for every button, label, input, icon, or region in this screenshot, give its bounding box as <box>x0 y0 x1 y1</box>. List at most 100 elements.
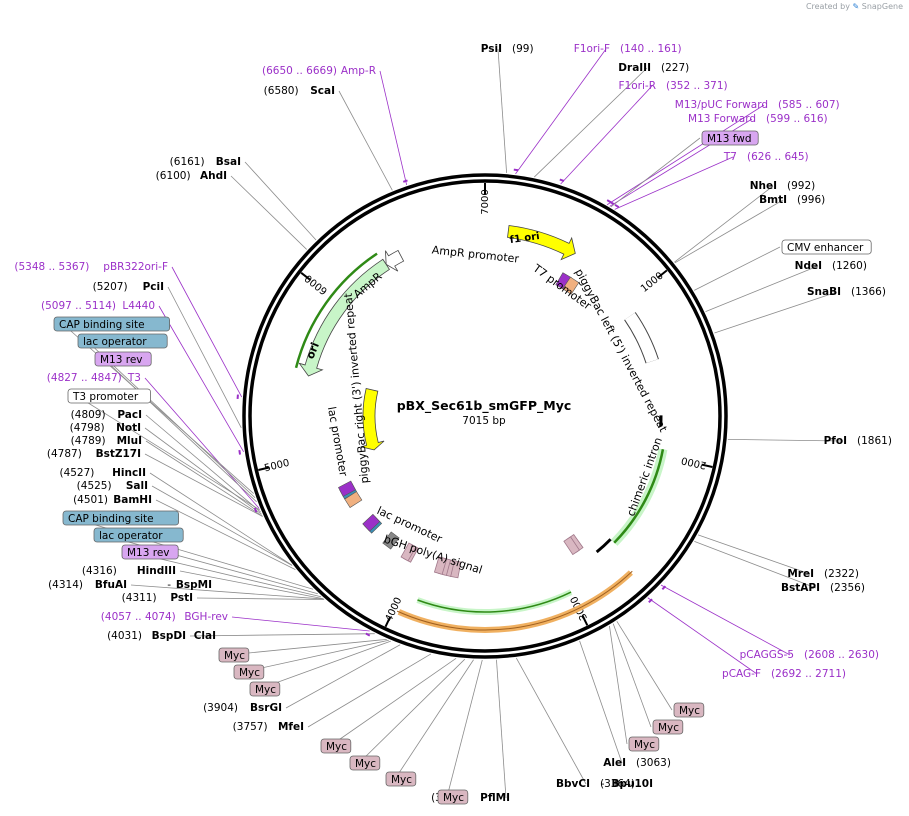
site-t3-promoter[interactable]: T3 promoter <box>67 388 151 404</box>
site-bamhi[interactable]: BamHI(4501) <box>73 494 152 506</box>
site-cap-binding-site[interactable]: CAP binding site <box>53 316 170 332</box>
site-myc[interactable]: Myc <box>218 647 250 663</box>
site-myc[interactable]: Myc <box>673 702 705 718</box>
site-box <box>701 130 759 146</box>
site-m13-rev[interactable]: M13 rev <box>94 351 152 367</box>
site-pcaggs-5[interactable]: pCAGGS-5(2608 .. 2630) <box>740 649 879 661</box>
site-name: L4440 <box>122 300 155 312</box>
site-pfoi[interactable]: PfoI(1861) <box>824 435 892 447</box>
site-hindiii[interactable]: HindIII(4316) <box>82 565 176 577</box>
callout-line <box>145 440 263 517</box>
site-m13-puc-forward[interactable]: M13/pUC Forward(585 .. 607) <box>675 99 840 111</box>
site-mfei[interactable]: MfeI(3757) <box>233 721 304 733</box>
site-coord: (4314) <box>48 579 83 591</box>
site-bsrgi[interactable]: BsrGI(3904) <box>203 702 282 714</box>
site-myc[interactable]: Myc <box>320 738 352 754</box>
backbone-outer-ring <box>242 173 728 659</box>
primer-mark <box>661 585 667 591</box>
site-name: BsrGI <box>250 702 282 714</box>
piggybac-left-box[interactable] <box>624 312 658 364</box>
site-noti[interactable]: NotI(4798) <box>70 422 141 434</box>
site-scai[interactable]: ScaI(6580) <box>264 85 335 97</box>
callout-line <box>606 104 765 206</box>
site-alei[interactable]: AleI(3063) <box>603 757 671 769</box>
site-box-label: Myc <box>679 705 700 717</box>
site-coord: (1260) <box>832 260 867 272</box>
site-bstz17i[interactable]: BstZ17I(4787) <box>47 448 141 460</box>
site-bpu10i[interactable]: Bpu10I- <box>601 778 653 790</box>
site-myc[interactable]: Myc <box>385 771 417 787</box>
site-pcag-f[interactable]: pCAG-F(2692 .. 2711) <box>722 668 846 680</box>
site-box-label: Myc <box>239 667 260 679</box>
plasmid-length: 7015 bp <box>462 415 506 427</box>
site-m13-fwd[interactable]: M13 fwd <box>701 130 759 146</box>
primer-mark <box>513 168 519 172</box>
site-mrei[interactable]: MreI(2322) <box>787 568 859 580</box>
site-myc[interactable]: Myc <box>233 664 265 680</box>
site-bspmi[interactable]: BspMI- <box>167 579 212 591</box>
site-clai[interactable]: ClaI- <box>179 630 216 642</box>
feature-arrow-ori[interactable] <box>360 388 385 451</box>
site-pcii[interactable]: PciI(5207) <box>93 281 164 293</box>
site-paci[interactable]: PacI(4809) <box>71 409 142 421</box>
site-f1ori-r[interactable]: F1ori-R(352 .. 371) <box>619 80 728 92</box>
site-m13-forward[interactable]: M13 Forward(599 .. 616) <box>688 113 828 125</box>
site-f1ori-f[interactable]: F1ori-F(140 .. 161) <box>574 43 682 55</box>
site-pbr322ori-f[interactable]: pBR322ori-F(5348 .. 5367) <box>14 261 168 273</box>
site-sali[interactable]: SalI(4525) <box>77 480 148 492</box>
callout-line <box>660 584 791 656</box>
site-bspdi[interactable]: BspDI(4031) <box>107 630 186 642</box>
site-hincii[interactable]: HincII(4527) <box>59 467 146 479</box>
site-coord: (4311) <box>122 592 157 604</box>
site-bsai[interactable]: BsaI(6161) <box>170 156 241 168</box>
site-ndei[interactable]: NdeI(1260) <box>795 260 867 272</box>
site-lac-operator[interactable]: lac operator <box>77 333 168 349</box>
site-coord: (4057 .. 4074) <box>101 611 176 623</box>
site-bstapi[interactable]: BstAPI(2356) <box>781 582 865 594</box>
site-draiii[interactable]: DraIII(227) <box>618 62 689 74</box>
feature-arrow-ampr[interactable] <box>298 258 390 377</box>
feature-mini-box <box>382 531 400 550</box>
site-ahdi[interactable]: AhdI(6100) <box>156 170 227 182</box>
site-bmti[interactable]: BmtI(996) <box>759 194 825 206</box>
site-amp-r[interactable]: Amp-R(6650 .. 6669) <box>262 65 376 77</box>
site-bgh-rev[interactable]: BGH-rev(4057 .. 4074) <box>101 611 228 623</box>
site-t7[interactable]: T7(626 .. 645) <box>723 151 809 163</box>
site-name: T3 <box>127 372 141 384</box>
site-box-label: Myc <box>326 741 347 753</box>
site-box <box>53 316 170 332</box>
site-myc[interactable]: Myc <box>652 719 684 735</box>
site-m13-rev[interactable]: M13 rev <box>121 544 179 560</box>
site-name: MfeI <box>278 721 304 733</box>
site-l4440[interactable]: L4440(5097 .. 5114) <box>41 300 155 312</box>
site-psii[interactable]: PsiI(99) <box>481 43 534 55</box>
site-snabi[interactable]: SnaBI(1366) <box>807 286 886 298</box>
callout-line <box>614 156 734 210</box>
feature-arrow-ampr-promoter[interactable] <box>385 249 405 272</box>
site-name: ClaI <box>194 630 216 642</box>
site-myc[interactable]: Myc <box>249 681 281 697</box>
callout-line <box>285 644 401 709</box>
site-bfuai[interactable]: BfuAI(4314) <box>48 579 127 591</box>
site-mlui[interactable]: MluI(4789) <box>71 435 142 447</box>
site-nhei[interactable]: NheI(992) <box>750 180 816 192</box>
feature-arrow-f1-ori[interactable] <box>507 225 576 261</box>
site-coord: (1861) <box>857 435 892 447</box>
site-name: Bpu10I <box>611 778 653 790</box>
site-myc[interactable]: Myc <box>437 789 469 805</box>
site-cmv-enhancer[interactable]: CMV enhancer <box>781 239 872 255</box>
site-lac-operator[interactable]: lac operator <box>93 527 184 543</box>
site-name: MreI <box>787 568 814 580</box>
site-bbvci[interactable]: BbvCI(3364) <box>556 778 635 790</box>
site-myc[interactable]: Myc <box>628 736 660 752</box>
site-myc[interactable]: Myc <box>349 755 381 771</box>
site-box-label: CMV enhancer <box>787 242 864 254</box>
site-t3[interactable]: T3(4827 .. 4847) <box>47 372 141 384</box>
site-cap-binding-site[interactable]: CAP binding site <box>62 510 179 526</box>
site-name: PacI <box>117 409 142 421</box>
tick-mark <box>657 269 668 279</box>
callout-line <box>446 659 483 798</box>
site-psti[interactable]: PstI(4311) <box>122 592 193 604</box>
callout-line <box>515 657 587 785</box>
